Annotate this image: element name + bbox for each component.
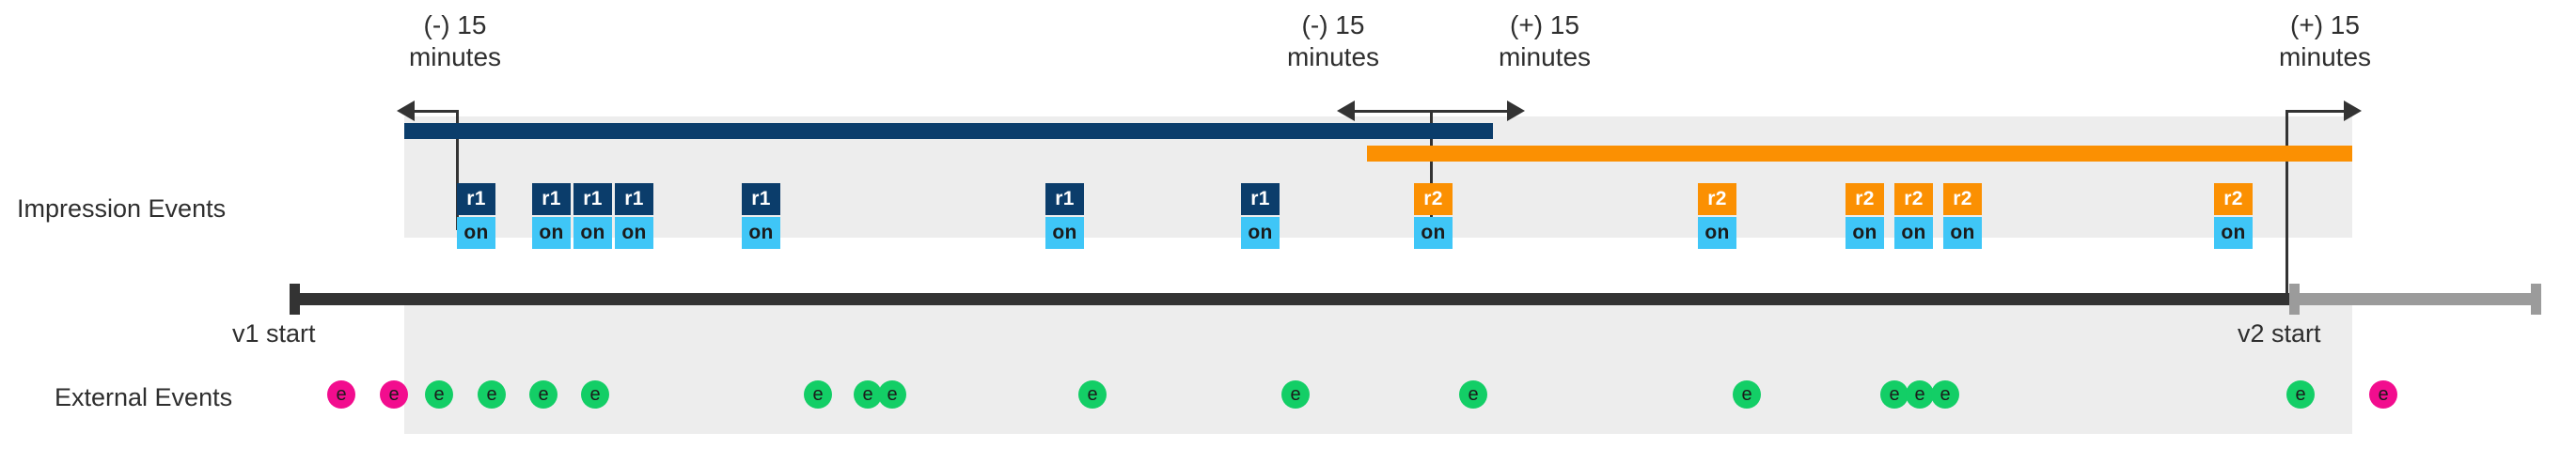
- external-event-dot[interactable]: e: [804, 380, 832, 409]
- impression-chip-on[interactable]: on: [1414, 217, 1453, 249]
- external-event-dot[interactable]: e: [1281, 380, 1310, 409]
- impression-chip-on[interactable]: on: [1698, 217, 1736, 249]
- external-event-dot[interactable]: e: [1880, 380, 1908, 409]
- impression-chip-on[interactable]: on: [573, 217, 612, 249]
- arrow-mid-stub: [1430, 110, 1433, 230]
- impression-chip-r2[interactable]: r2: [1846, 183, 1884, 215]
- impression-chip-r2[interactable]: r2: [2214, 183, 2253, 215]
- v1-start-label: v1 start: [232, 319, 316, 348]
- annotation-left-minus-15: (-) 15 minutes: [361, 9, 549, 73]
- impression-chip-on[interactable]: on: [2214, 217, 2253, 249]
- external-event-dot[interactable]: e: [1459, 380, 1487, 409]
- external-event-dot[interactable]: e: [2369, 380, 2397, 409]
- external-event-dot[interactable]: e: [1906, 380, 1934, 409]
- impression-events-label: Impression Events: [17, 194, 227, 223]
- annotation-line1: (-) 15: [423, 10, 487, 39]
- window-bar-r2: [1367, 146, 2352, 162]
- annotation-line1: (+) 15: [1510, 10, 1579, 39]
- timeline-v1-bar: [290, 293, 2289, 305]
- external-event-dot[interactable]: e: [878, 380, 906, 409]
- impression-chip-on[interactable]: on: [1846, 217, 1884, 249]
- external-event-dot[interactable]: e: [327, 380, 355, 409]
- impression-chip-on[interactable]: on: [1894, 217, 1933, 249]
- external-event-dot[interactable]: e: [380, 380, 408, 409]
- impression-chip-r1[interactable]: r1: [615, 183, 653, 215]
- impression-chip-r1[interactable]: r1: [1241, 183, 1280, 215]
- external-event-dot[interactable]: e: [2286, 380, 2315, 409]
- impression-chip-r1[interactable]: r1: [457, 183, 495, 215]
- impression-chip-r2[interactable]: r2: [1894, 183, 1933, 215]
- annotation-mid-minus-15: (-) 15 minutes: [1239, 9, 1427, 73]
- external-event-dot[interactable]: e: [1078, 380, 1107, 409]
- external-event-dot[interactable]: e: [1931, 380, 1959, 409]
- annotation-mid-plus-15: (+) 15 minutes: [1451, 9, 1639, 73]
- arrow-right-plus-15-line: [2286, 110, 2345, 113]
- external-event-dot[interactable]: e: [529, 380, 558, 409]
- impression-chip-on[interactable]: on: [615, 217, 653, 249]
- timeline-v2-bar: [2289, 293, 2531, 305]
- external-event-dot[interactable]: e: [854, 380, 882, 409]
- impression-chip-r2[interactable]: r2: [1943, 183, 1982, 215]
- arrow-left-minus-15-line: [414, 110, 458, 113]
- annotation-line1: (-) 15: [1301, 10, 1365, 39]
- impression-chip-r1[interactable]: r1: [1045, 183, 1084, 215]
- impression-chip-on[interactable]: on: [457, 217, 495, 249]
- annotation-line2: minutes: [2278, 42, 2372, 71]
- external-event-dot[interactable]: e: [425, 380, 453, 409]
- external-event-dot[interactable]: e: [1733, 380, 1761, 409]
- arrow-left-minus-15-head: [397, 101, 415, 121]
- annotation-line1: (+) 15: [2290, 10, 2360, 39]
- annotation-right-plus-15: (+) 15 minutes: [2231, 9, 2419, 73]
- arrow-right-plus-15-head: [2344, 101, 2362, 121]
- external-events-label: External Events: [55, 383, 233, 411]
- impression-chip-r2[interactable]: r2: [1414, 183, 1453, 215]
- external-event-dot[interactable]: e: [581, 380, 609, 409]
- arrow-right-plus-15-stub: [2285, 110, 2288, 293]
- impression-chip-r1[interactable]: r1: [532, 183, 571, 215]
- external-band-background: [404, 301, 2352, 434]
- impression-chip-on[interactable]: on: [1241, 217, 1280, 249]
- annotation-line2: minutes: [1286, 42, 1380, 71]
- annotation-line2: minutes: [408, 42, 502, 71]
- impression-chip-r2[interactable]: r2: [1698, 183, 1736, 215]
- timeline-v2-end-cap: [2531, 284, 2541, 315]
- impression-chip-r1[interactable]: r1: [742, 183, 780, 215]
- arrow-left-minus-15-stub: [456, 110, 459, 230]
- window-bar-r1: [404, 123, 1493, 139]
- impression-chip-on[interactable]: on: [1045, 217, 1084, 249]
- annotation-line2: minutes: [1498, 42, 1592, 71]
- impression-chip-on[interactable]: on: [532, 217, 571, 249]
- v2-start-label: v2 start: [2238, 319, 2321, 348]
- arrow-mid-left-head: [1337, 101, 1355, 121]
- arrow-mid-right-head: [1507, 101, 1525, 121]
- impression-chip-r1[interactable]: r1: [573, 183, 612, 215]
- impression-chip-on[interactable]: on: [742, 217, 780, 249]
- impression-chip-on[interactable]: on: [1943, 217, 1982, 249]
- external-event-dot[interactable]: e: [478, 380, 506, 409]
